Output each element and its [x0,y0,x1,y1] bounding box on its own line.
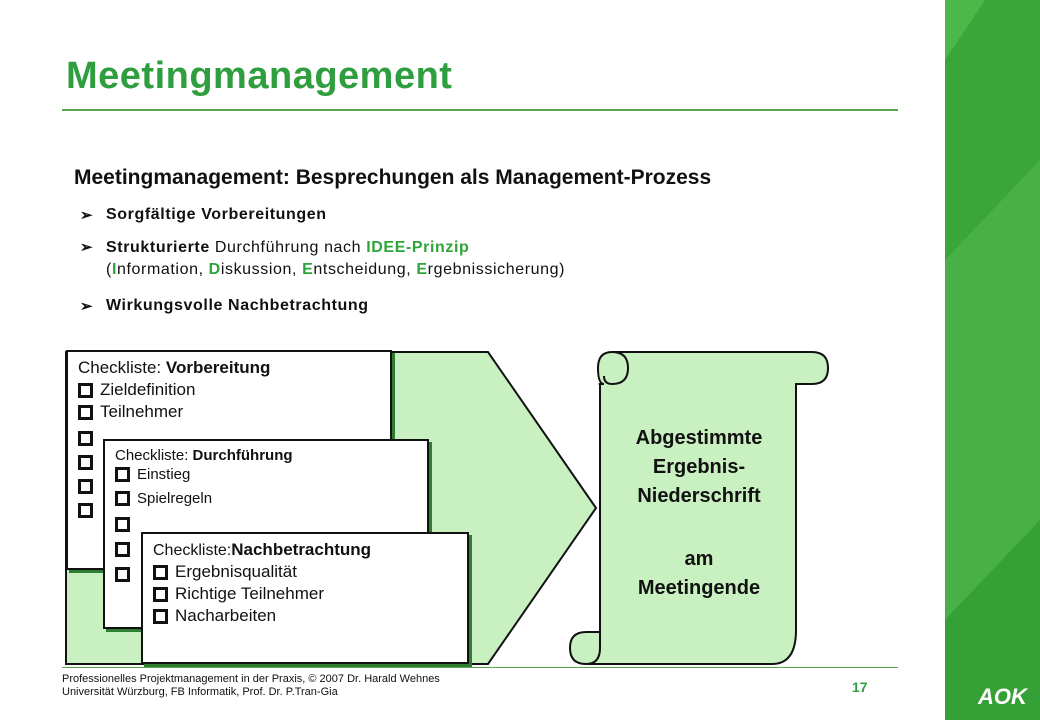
letter-e2: E [416,261,428,278]
checklist-label: Checkliste: [115,447,193,464]
checklist-preparation-title: Checkliste: Vorbereitung [78,358,390,378]
checkbox-icon [115,467,130,482]
aok-logo: AOK [978,684,1027,709]
item-label: Richtige Teilnehmer [175,584,324,603]
sidebar-fold [945,0,1040,720]
checkbox-icon [78,479,93,494]
paren-open: ( [106,261,112,278]
list-item [78,455,390,470]
checklist-followup-title: Checkliste:Nachbetrachtung [153,540,467,560]
bullet-1: ➢ Sorgfältige Vorbereitungen [80,206,327,224]
word-diskussion: iskussion, [220,261,303,278]
bullet-3-text: Wirkungsvolle Nachbetrachtung [106,297,369,314]
word-ergebnissicherung: rgebnissicherung) [427,261,566,278]
item-label: Zieldefinition [100,380,196,399]
list-item [78,503,390,518]
list-item [115,517,427,532]
arrow-bullet-icon: ➢ [80,239,94,256]
checklist-strong-label: Nachbetrachtung [231,540,372,559]
scroll-line: am [684,548,714,570]
list-item: Einstieg [115,466,427,483]
bullet-2: ➢ Strukturierte Durchführung nach IDEE-P… [80,237,566,281]
checkbox-icon [78,455,93,470]
scroll-shape [568,351,830,665]
checklist-strong-label: Vorbereitung [165,358,271,377]
footer-divider [62,667,898,668]
page-title: Meetingmanagement [66,55,453,97]
checkbox-icon [153,586,168,602]
checkbox-icon [78,382,93,398]
scroll-line: Niederschrift [637,485,761,507]
arrow-bullet-icon: ➢ [80,298,94,315]
scroll-spacer [604,511,794,545]
item-label: Spielregeln [137,490,213,507]
scroll-line: Meetingende [637,577,761,599]
checkbox-icon [115,517,130,532]
footer-line: Professionelles Projektmanagement in der… [62,673,440,685]
checkbox-icon [78,404,93,420]
scroll-line: Ergebnis- [652,456,746,478]
bullet-3: ➢ Wirkungsvolle Nachbetrachtung [80,297,369,315]
letter-d: D [208,261,221,278]
checklist-execution-title: Checkliste: Durchführung [115,447,427,464]
checklist-label: Checkliste: [78,358,166,377]
item-label: Nacharbeiten [175,606,277,625]
footer-text: Professionelles Projektmanagement in der… [62,673,440,699]
list-item: Nacharbeiten [153,606,467,626]
list-item: Zieldefinition [78,380,390,400]
item-label: Ergebnisqualität [175,562,297,581]
item-label: Teilnehmer [100,402,184,421]
word-entscheidung: ntscheidung, [313,261,417,278]
list-item [115,542,427,557]
checklist-strong-label: Durchführung [192,447,293,464]
list-item [78,431,390,446]
brand-sidebar [945,0,1040,720]
checkbox-icon [78,503,93,518]
list-item [115,567,427,582]
checkbox-icon [115,491,130,506]
letter-i: I [111,261,117,278]
checklist-followup: Checkliste:Nachbetrachtung Ergebnisquali… [141,532,469,664]
page-number: 17 [852,679,868,695]
list-item: Spielregeln [115,490,427,507]
checklist-label: Checkliste: [153,542,232,559]
list-item: Ergebnisqualität [153,562,467,582]
list-item [78,479,390,494]
checkbox-icon [153,564,168,580]
idee-principle: IDEE-Prinzip [366,239,470,256]
letter-e1: E [302,261,314,278]
list-item: Richtige Teilnehmer [153,584,467,604]
arrow-bullet-icon: ➢ [80,207,94,224]
scroll-line: Abgestimmte [635,427,763,449]
checkbox-icon [115,542,130,557]
bullet-2-lead: Strukturierte [106,239,210,256]
footer-line: Universität Würzburg, FB Informatik, Pro… [62,686,338,698]
bullet-2-middle: Durchführung nach [209,239,367,256]
list-item: Teilnehmer [78,402,390,422]
checkbox-icon [115,567,130,582]
title-divider [62,109,898,111]
checkbox-icon [78,431,93,446]
item-label: Einstieg [137,466,191,483]
bullet-1-text: Sorgfältige Vorbereitungen [106,206,327,223]
checkbox-icon [153,608,168,624]
word-information: nformation, [116,261,209,278]
scroll-text: Abgestimmte Ergebnis- Niederschrift am M… [604,424,794,603]
section-heading: Meetingmanagement: Besprechungen als Man… [74,166,712,189]
